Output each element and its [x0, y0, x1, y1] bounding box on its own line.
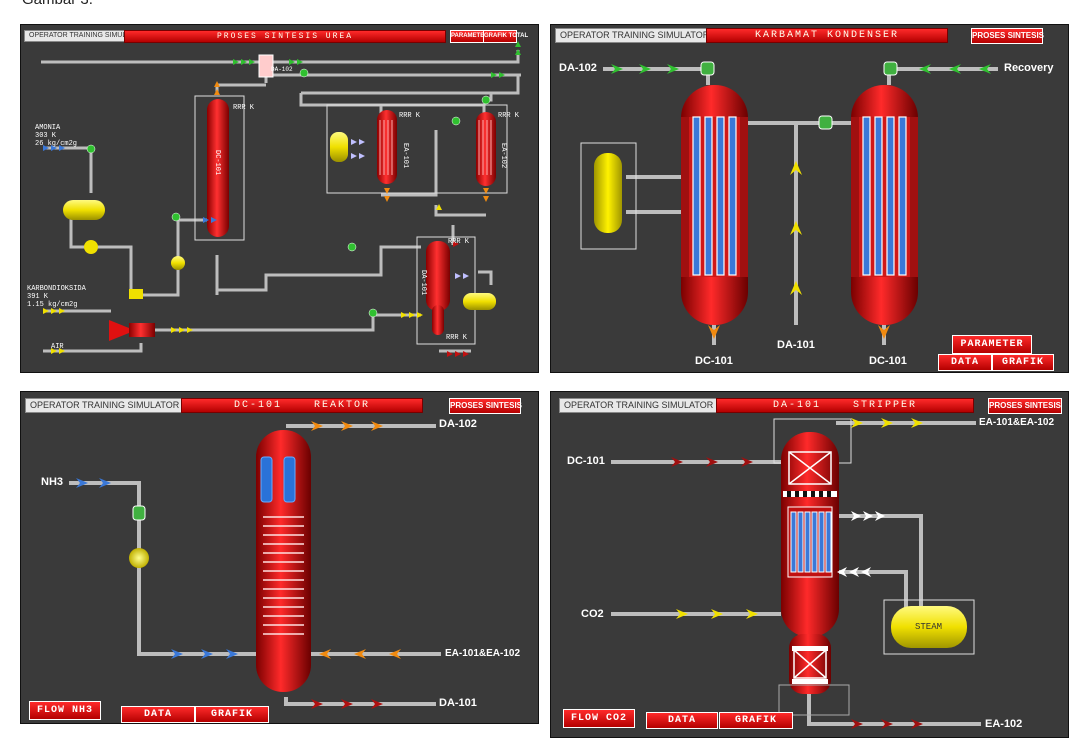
- grafik-total-button[interactable]: GRAFIK TOTAL: [483, 30, 528, 43]
- temp-ea102: RRR K: [498, 112, 520, 120]
- co2-label: CO2: [581, 608, 604, 620]
- proses-sintesis-button[interactable]: PROSES SINTESIS: [988, 398, 1062, 414]
- flow-nh3-button[interactable]: FLOW NH3: [29, 701, 101, 720]
- dc101-left-label: DC-101: [695, 355, 733, 367]
- parameter-button[interactable]: PARAMETER: [450, 30, 489, 43]
- app-title-label: OPERATOR TRAINING SIMULATOR: [559, 398, 719, 413]
- ea102-label: EA-102: [985, 718, 1023, 730]
- da102-label: DA-102: [439, 418, 477, 430]
- reactor-diagram: [69, 421, 441, 709]
- flow-co2-button[interactable]: FLOW CO2: [563, 709, 635, 728]
- stripper-diagram: [611, 418, 981, 729]
- app-title-label: OPERATOR TRAINING SIMULATOR: [555, 28, 715, 43]
- air-label: AIR: [51, 343, 64, 351]
- temp-dc101: RRR K: [233, 104, 255, 112]
- grafik-button[interactable]: GRAFIK: [195, 706, 269, 723]
- process-diagram: [41, 41, 521, 357]
- temp-ea101: RRR K: [399, 112, 421, 120]
- nh3-label: NH3: [41, 476, 64, 488]
- parameter-button[interactable]: PARAMETER: [952, 335, 1032, 354]
- grafik-button[interactable]: GRAFIK: [992, 354, 1054, 371]
- screen-title: DC-101 REAKTOR: [181, 398, 423, 413]
- ea101-ea102-label: EA-101&EA-102: [445, 648, 521, 659]
- da101-label: DA-101: [777, 339, 815, 351]
- figure-caption: Gambar 3.: [22, 0, 93, 8]
- da101-label: DA-101: [419, 270, 427, 296]
- ea101-ea102-label: EA-101&EA-102: [979, 417, 1055, 428]
- da102-label: DA-102: [271, 66, 293, 73]
- recovery-label: Recovery: [1004, 62, 1054, 74]
- co2-label: KARBONDIOKSIDA 391 K 1.15 kg/cm2g: [27, 285, 86, 309]
- panel-stripper: OPERATOR TRAINING SIMULATOR DA-101 STRIP…: [550, 391, 1069, 738]
- grafik-button[interactable]: GRAFIK: [719, 712, 793, 729]
- temp-da101-bottom: RRR K: [446, 334, 468, 342]
- screen-title: PROSES SINTESIS UREA: [124, 30, 446, 43]
- panel-urea-synthesis: OPERATOR TRAINING SIMULATOR PROSES SINTE…: [20, 24, 539, 373]
- dc101-label: DC-101: [213, 150, 221, 176]
- da102-label: DA-102: [559, 62, 597, 74]
- data-button[interactable]: DATA: [938, 354, 992, 371]
- dc101-right-label: DC-101: [869, 355, 907, 367]
- data-button[interactable]: DATA: [646, 712, 718, 729]
- temp-da101-top: RRR K: [448, 238, 470, 246]
- ea102-label: EA-102: [499, 143, 507, 169]
- steam-label: STEAM: [915, 622, 943, 632]
- dc101-label: DC-101: [567, 455, 605, 467]
- ea101-label: EA-101: [401, 143, 409, 169]
- app-title-label: OPERATOR TRAINING SIMULATOR: [24, 30, 151, 42]
- screen-title: KARBAMAT KONDENSER: [706, 28, 948, 43]
- condenser-diagram: [580, 61, 998, 345]
- proses-sintesis-button[interactable]: PROSES SINTESIS: [449, 398, 522, 414]
- proses-sintesis-button[interactable]: PROSES SINTESIS: [971, 28, 1044, 44]
- panel-reaktor: OPERATOR TRAINING SIMULATOR DC-101 REAKT…: [20, 391, 539, 724]
- da101-label: DA-101: [439, 697, 477, 709]
- panel-karbamat-kondenser: OPERATOR TRAINING SIMULATOR KARBAMAT KON…: [550, 24, 1069, 373]
- data-button[interactable]: DATA: [121, 706, 195, 723]
- screen-title: DA-101 STRIPPER: [716, 398, 974, 413]
- ammonia-label: AMONIA 303 K 26 kg/cm2g: [35, 124, 78, 148]
- app-title-label: OPERATOR TRAINING SIMULATOR: [25, 398, 185, 413]
